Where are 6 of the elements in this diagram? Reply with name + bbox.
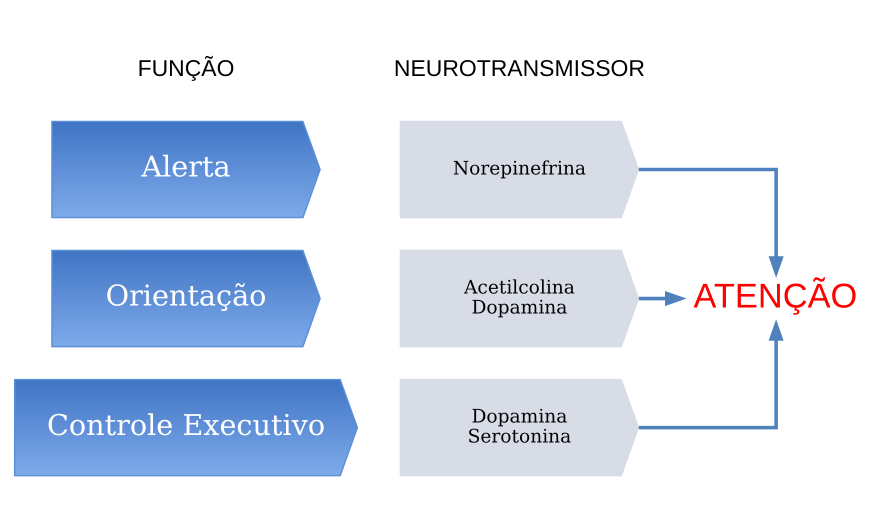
arrow — [638, 319, 784, 430]
arrow — [638, 291, 687, 306]
label: FUNÇÃO — [138, 55, 234, 81]
node-text: ATENÇÃO — [694, 277, 858, 316]
label: NEUROTRANSMISSOR — [394, 55, 645, 81]
arrow — [638, 168, 784, 278]
